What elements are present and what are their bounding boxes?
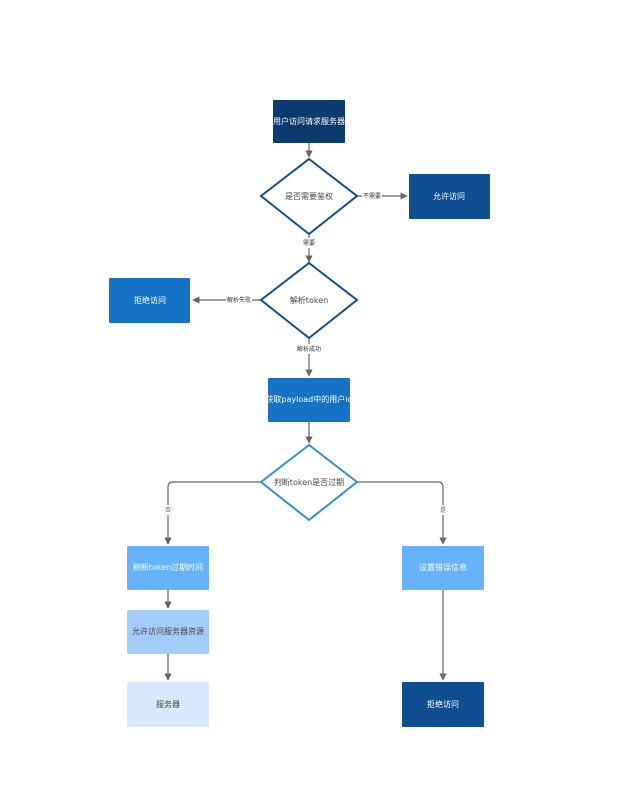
node-reject-parse: 拒绝访问: [109, 278, 190, 323]
node-start: 用户访问请求服务器: [273, 100, 345, 143]
node-parse-token: 解析token: [259, 261, 359, 340]
node-server-label: 服务器: [156, 699, 180, 709]
node-start-label: 用户访问请求服务器: [273, 116, 345, 126]
node-parse-token-label: 解析token: [290, 295, 328, 305]
edge-expired-yes-to-set-error: [357, 481, 447, 545]
node-refresh-expiry-label: 刷新token过期时间: [133, 562, 203, 572]
edge-label-needed: 需要: [303, 240, 315, 247]
node-reject-expired: 拒绝访问: [402, 682, 484, 727]
node-server: 服务器: [127, 682, 209, 727]
node-set-error: 设置错误信息: [402, 546, 484, 590]
node-set-error-label: 设置错误信息: [419, 562, 467, 572]
node-allow-access-label: 允许访问: [433, 191, 465, 201]
node-need-auth-label: 是否需要鉴权: [285, 191, 333, 201]
node-allow-access: 允许访问: [409, 174, 490, 219]
edge-labels: 不需要 需要 解析失败 解析成功 否 是: [163, 191, 448, 515]
node-reject-expired-label: 拒绝访问: [427, 699, 459, 709]
edge-label-parse-success: 解析成功: [297, 345, 321, 353]
node-allow-resource: 允许访问服务器资源: [127, 610, 209, 654]
node-get-userid: 获取payload中的用户id: [265, 378, 353, 422]
node-token-expired: 判断token是否过期: [259, 443, 359, 522]
edge-label-yes: 是: [440, 507, 446, 514]
edge-label-not-needed: 不需要: [363, 193, 381, 200]
node-need-auth: 是否需要鉴权: [259, 157, 359, 236]
edge-label-parse-failed: 解析失败: [227, 296, 251, 304]
node-refresh-expiry: 刷新token过期时间: [127, 546, 209, 590]
edge-label-no: 否: [165, 507, 171, 514]
node-reject-parse-label: 拒绝访问: [134, 295, 166, 305]
edge-expired-no-to-refresh: [164, 481, 261, 545]
node-allow-resource-label: 允许访问服务器资源: [132, 626, 204, 636]
node-token-expired-label: 判断token是否过期: [274, 477, 344, 487]
node-get-userid-label: 获取payload中的用户id: [265, 394, 352, 404]
